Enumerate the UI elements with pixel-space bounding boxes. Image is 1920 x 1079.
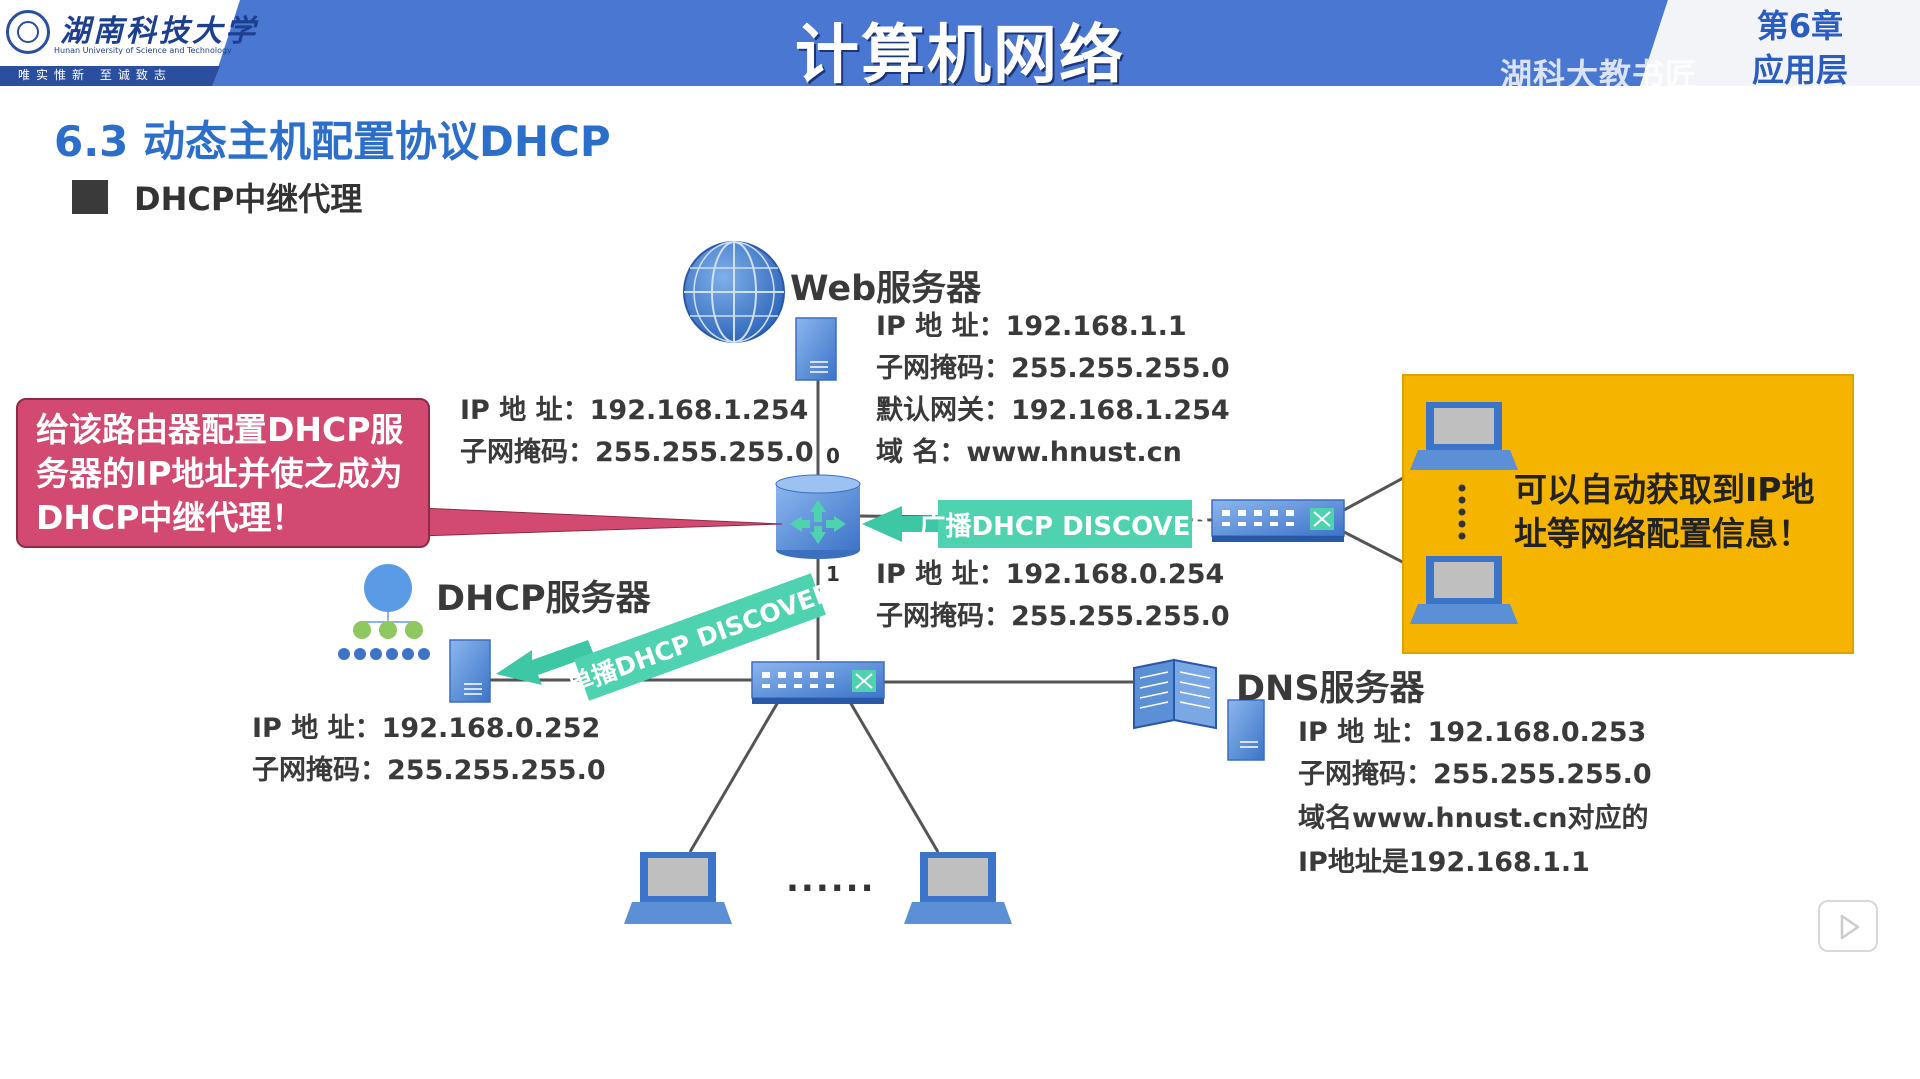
web-server-icon [795, 317, 837, 381]
router-port-0: 0 [826, 444, 840, 468]
web-server-gateway: 默认网关：192.168.1.254 [876, 395, 1230, 426]
dns-server-ip: IP 地 址：192.168.0.253 [1298, 717, 1647, 748]
dhcp-server-mask: 子网掩码：255.255.255.0 [252, 755, 606, 786]
play-icon [1840, 914, 1860, 940]
laptop-icon [1410, 402, 1518, 470]
dns-server-mask: 子网掩码：255.255.255.0 [1298, 759, 1652, 790]
web-server-mask: 子网掩码：255.255.255.0 [876, 353, 1230, 384]
switch-center-icon [751, 661, 885, 704]
client-laptops [1410, 402, 1518, 624]
relay-callout-line2: 务器的IP地址并使之成为 [36, 454, 403, 493]
dns-note-line2: IP地址是192.168.1.1 [1298, 847, 1590, 878]
router-icon [775, 474, 861, 559]
book-icon [1133, 658, 1217, 730]
header-banner: 湖南科技大学 Hunan University of Science and T… [0, 0, 1920, 94]
auto-config-line2: 址等网络配置信息！ [1514, 514, 1811, 553]
play-button[interactable] [1818, 900, 1878, 952]
chapter-name: 应用层 [1752, 51, 1849, 89]
laptop-icon [904, 852, 1012, 924]
dhcp-server-title: DHCP服务器 [436, 579, 651, 619]
web-server-domain: 域 名：www.hnust.cn [876, 437, 1182, 468]
relay-agent-callout: 给该路由器配置DHCP服 务器的IP地址并使之成为 DHCP中继代理！ [16, 398, 430, 548]
router-if1-mask: 子网掩码：255.255.255.0 [876, 601, 1230, 632]
auto-config-line1: 可以自动获取到IP地 [1514, 470, 1815, 509]
dns-note-line1: 域名www.hnust.cn对应的 [1298, 803, 1649, 834]
chapter-label: 第6章 应用层 [1752, 4, 1848, 92]
broadcast-label: 广播DHCP DISCOVER [920, 500, 1210, 548]
globe-icon [683, 241, 785, 343]
laptop-icon [624, 852, 732, 924]
auto-config-callout: 可以自动获取到IP地 址等网络配置信息！ [1402, 374, 1854, 654]
router-if0-ip: IP 地 址：192.168.1.254 [460, 395, 809, 426]
web-server-ip: IP 地 址：192.168.1.1 [876, 311, 1187, 342]
bullet-square-icon [72, 180, 108, 214]
bullet-heading: DHCP中继代理 [134, 180, 363, 218]
laptop-icon [1410, 556, 1518, 624]
banner-background [0, 0, 1920, 86]
relay-callout-line1: 给该路由器配置DHCP服 [36, 410, 404, 449]
dns-server-title: DNS服务器 [1236, 669, 1425, 709]
vertical-ellipsis-icon [1458, 484, 1466, 540]
university-english-name: Hunan University of Science and Technolo… [54, 46, 232, 55]
more-hosts-ellipsis: ...... [786, 860, 876, 900]
org-chart-icon [338, 564, 430, 660]
relay-callout-line3: DHCP中继代理！ [36, 498, 305, 537]
watermark: 湖科大教书匠 [1500, 56, 1699, 94]
dhcp-server-icon [449, 639, 491, 703]
university-logo [6, 10, 50, 54]
router-if1-ip: IP 地 址：192.168.0.254 [876, 559, 1225, 590]
university-name: 湖南科技大学 [60, 14, 258, 49]
chapter-number: 第6章 [1756, 7, 1844, 45]
course-title: 计算机网络 [795, 19, 1125, 93]
dns-server-icon [1227, 699, 1265, 761]
switch-right-icon [1211, 499, 1345, 542]
dhcp-server-ip: IP 地 址：192.168.0.252 [252, 713, 601, 744]
auto-config-text: 可以自动获取到IP地 址等网络配置信息！ [1514, 468, 1814, 556]
section-title: 6.3 动态主机配置协议DHCP [54, 117, 611, 166]
router-port-1: 1 [826, 562, 840, 586]
web-server-title: Web服务器 [790, 269, 982, 309]
university-motto: 唯实惟新 至诚致志 [18, 68, 172, 82]
router-if0-mask: 子网掩码：255.255.255.0 [460, 437, 814, 468]
